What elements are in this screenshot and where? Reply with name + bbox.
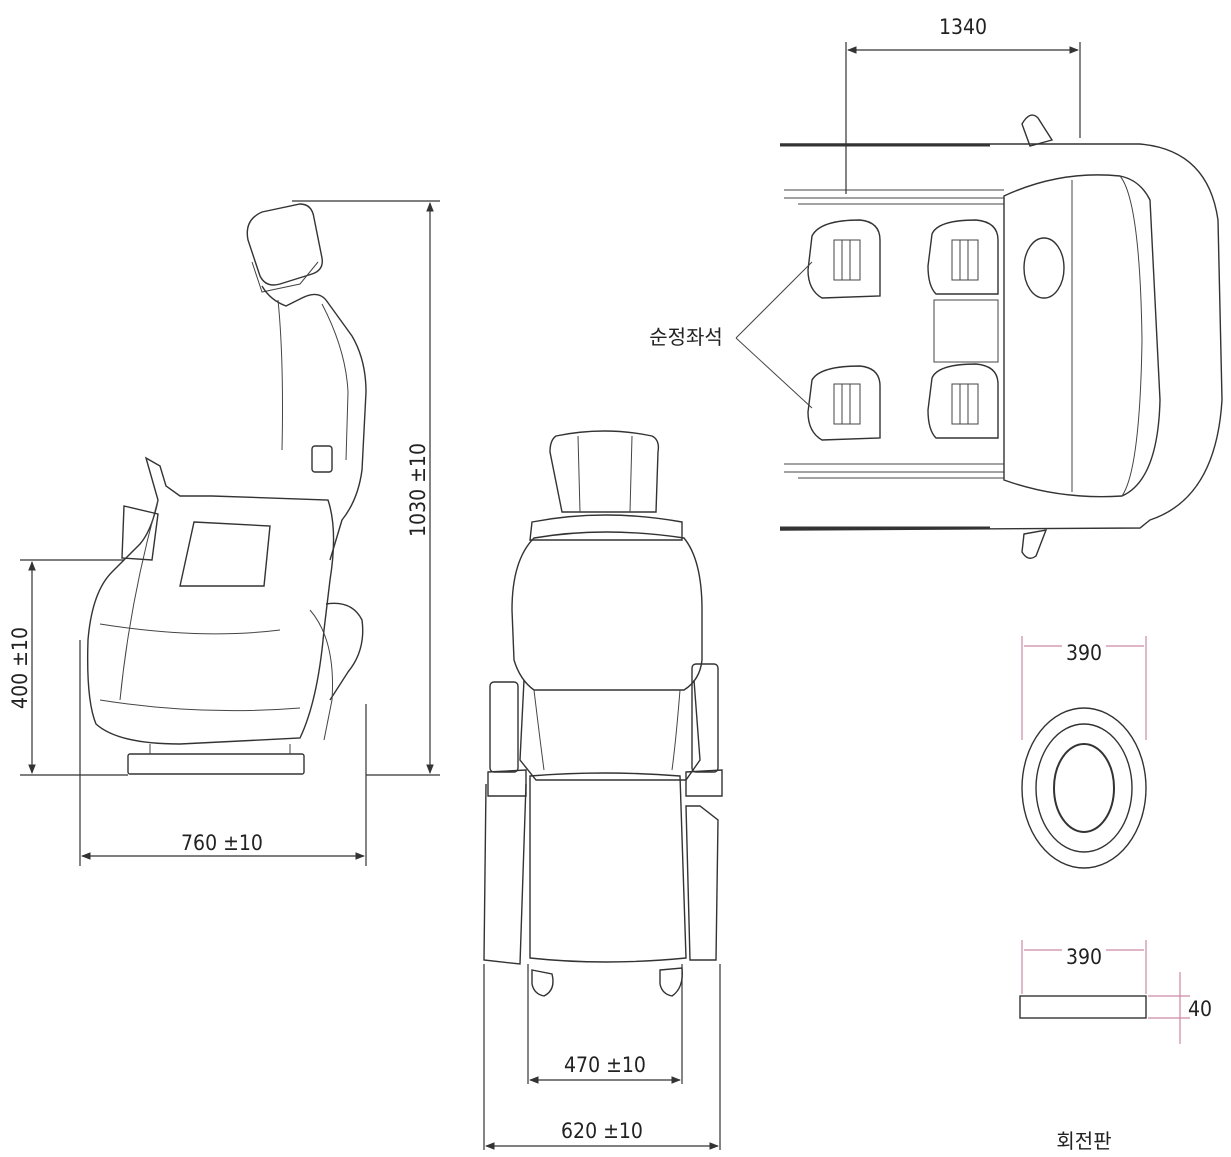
front-view-seat [483,430,723,997]
turntable-side-view [1019,940,1190,1044]
seat-floor-height-label: 400 ±10 [8,627,32,709]
front-outer-width-label: 620 ±10 [561,1119,643,1143]
vehicle-width-label: 1340 [939,15,987,39]
front-right-seat [927,363,999,439]
side-view-seat [86,203,367,775]
turntable-side-width-label: 390 [1066,945,1102,969]
top-view-vehicle [735,114,1223,559]
front-view-dimensions [483,964,721,1150]
turntable-top-view [1021,636,1147,869]
stock-seat-callout: 순정좌석 [649,325,723,349]
center-console [933,299,999,363]
turntable-caption: 회전판 [1056,1129,1111,1153]
turntable-thickness-label: 40 [1188,997,1212,1021]
rear-left-seat [807,219,881,299]
front-inner-width-label: 470 ±10 [564,1053,646,1077]
seat-height-label: 1030 ±10 [406,443,430,537]
turntable-diameter-label: 390 [1066,641,1102,665]
side-view-dimensions [20,200,440,866]
top-view-dimensions [845,42,1081,194]
front-left-seat [927,219,999,295]
seat-depth-label: 760 ±10 [181,831,263,855]
rear-right-seat [807,365,881,441]
